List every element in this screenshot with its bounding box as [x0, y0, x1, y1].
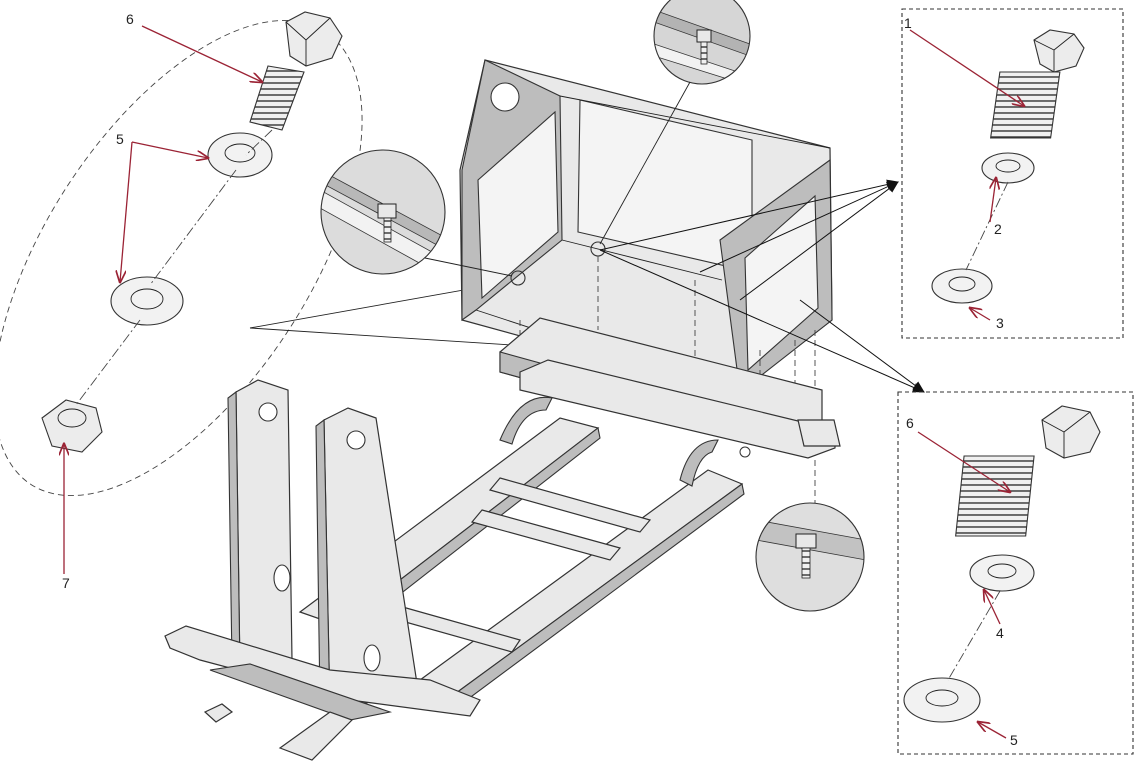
callout-bolt-left: 6	[126, 11, 134, 27]
callout-flat-washer-top: 3	[996, 315, 1004, 331]
callout-nut-left: 7	[62, 575, 70, 591]
callout-bolt-top: 1	[904, 15, 912, 31]
hex-bolt-icon	[955, 405, 1101, 537]
lock-washer-icon	[981, 152, 1035, 184]
hex-bolt-icon	[249, 11, 343, 131]
hex-bolt-icon	[989, 29, 1085, 139]
flat-washer-lower-icon	[110, 276, 184, 326]
flat-washer-icon	[903, 677, 981, 723]
detail-box-bottom: 6 4 5	[897, 391, 1134, 755]
lock-washer-icon	[969, 554, 1035, 592]
hex-nut-icon	[41, 399, 103, 453]
detail-box-top: 1 2 3	[901, 8, 1124, 339]
flat-washer-icon	[931, 268, 993, 304]
detail-zoom-top	[599, 0, 751, 245]
detail-zoom-left	[320, 149, 513, 277]
detail-zoom-bottom	[755, 502, 865, 612]
chassis-frame	[164, 317, 841, 761]
callout-bolt-bottom: 6	[906, 415, 914, 431]
callout-lock-washer-bottom: 4	[996, 625, 1004, 641]
left-hardware-group: 6 5 7	[0, 11, 743, 591]
pointer-lines	[599, 179, 925, 393]
callout-lock-washer-top: 2	[994, 221, 1002, 237]
callout-washers-left: 5	[116, 131, 124, 147]
callout-flat-washer-bottom: 5	[1010, 732, 1018, 748]
